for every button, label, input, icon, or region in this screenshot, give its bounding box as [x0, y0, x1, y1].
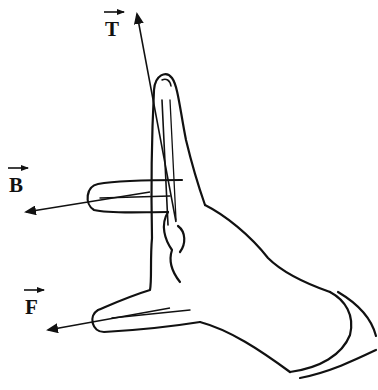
vector-label: B: [9, 175, 23, 196]
vector-label: F: [25, 297, 38, 318]
vector-label: T: [105, 19, 119, 40]
